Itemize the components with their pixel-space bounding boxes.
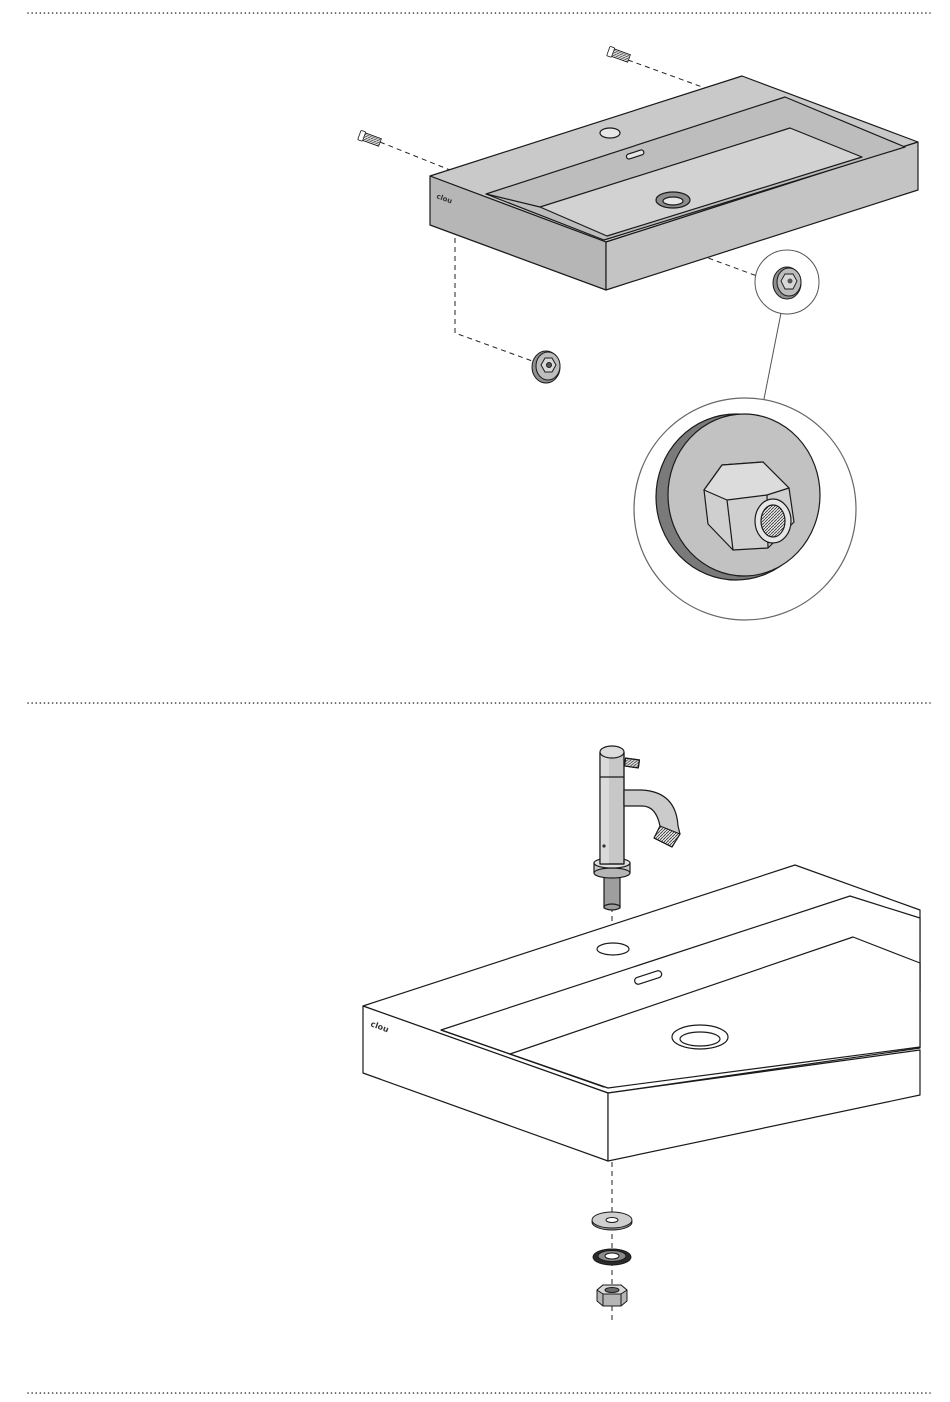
sensor-dot xyxy=(602,844,605,847)
wall-anchor-left xyxy=(532,351,560,383)
faucet-spout xyxy=(624,790,680,834)
step2-tap-installation-illustration: clou xyxy=(363,746,920,1320)
mounting-screw-left xyxy=(358,130,382,147)
step1-wall-mounting-illustration: clou xyxy=(358,46,918,620)
detail-callout-small xyxy=(755,250,819,314)
basin2-tap-hole xyxy=(597,943,629,955)
magnified-wall-anchor xyxy=(634,398,856,620)
hex-nut xyxy=(597,1285,627,1306)
mounting-screw-right xyxy=(607,46,631,63)
washer xyxy=(592,1212,632,1230)
rubber-gasket xyxy=(593,1249,631,1265)
faucet xyxy=(594,746,680,910)
basin-step2 xyxy=(363,865,920,1161)
basin-step1 xyxy=(430,76,918,290)
detail-leader-line xyxy=(764,313,781,399)
tap-hole xyxy=(600,128,620,138)
faucet-handle xyxy=(624,758,639,768)
